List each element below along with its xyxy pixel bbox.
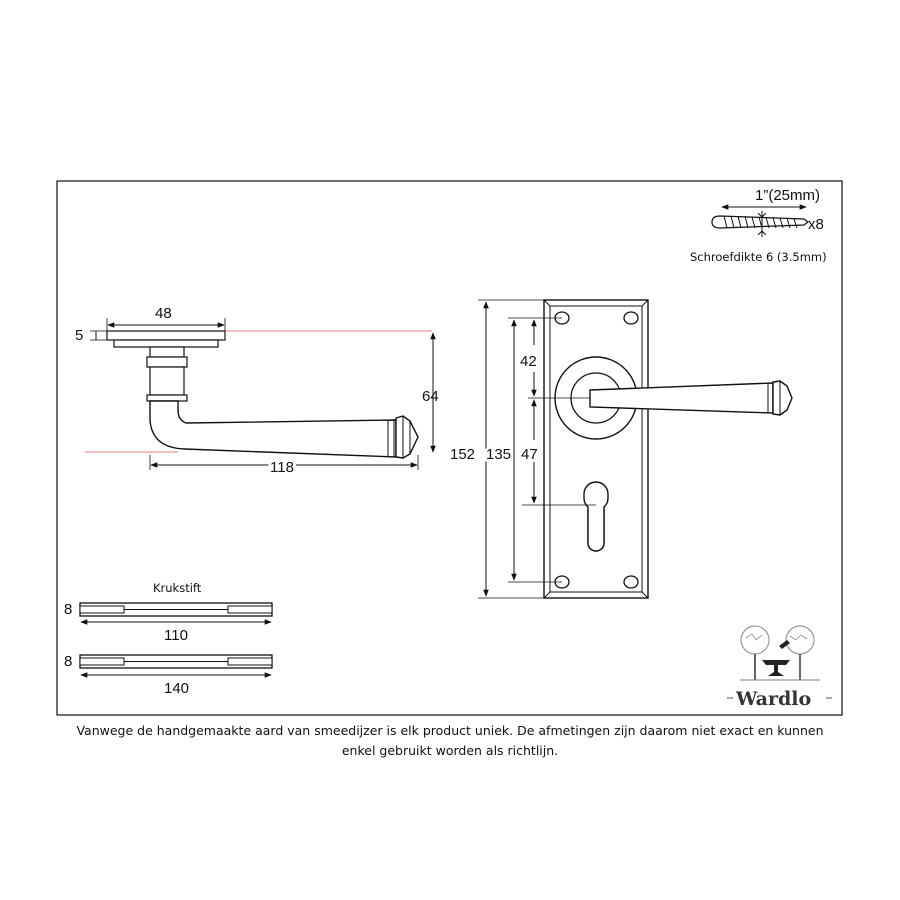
spindle-1-size-label: 8 <box>64 601 72 618</box>
rose-width-label: 48 <box>155 305 172 322</box>
rose-thickness-label: 5 <box>75 327 83 344</box>
screw-thickness-label: Schroefdikte 6 (3.5mm) <box>690 250 827 264</box>
lever-side-view: 48 5 64 118 <box>75 305 439 479</box>
screw-length-label: 1”(25mm) <box>755 187 820 204</box>
lever-height-label: 64 <box>422 388 439 405</box>
spindle-2-size-label: 8 <box>64 653 72 670</box>
brand-name: Wardlo <box>735 688 811 710</box>
spindles-section: Krukstift 8 110 8 140 <box>64 581 273 697</box>
screw-icon <box>711 211 809 237</box>
tree-anvil-icon <box>740 625 820 681</box>
screw-diagram: 1”(25mm) x8 Schroefdikte 6 (3.5mm) <box>690 187 827 264</box>
top-to-spindle-label: 42 <box>520 353 537 370</box>
disclaimer-text: Vanwege de handgemaakte aard van smeedij… <box>76 723 824 758</box>
spindle-140: 8 140 <box>64 653 273 697</box>
spindle-2-length-label: 140 <box>164 680 189 697</box>
spindle-1-length-label: 110 <box>164 627 188 644</box>
wardlo-logo: Wardlo <box>727 625 832 710</box>
spindles-title: Krukstift <box>153 581 202 595</box>
screw-count-label: x8 <box>808 216 824 233</box>
drawing-frame <box>56 180 843 716</box>
backplate-front-view: 152 135 42 47 <box>450 299 793 599</box>
spindle-to-cylinder-label: 47 <box>521 446 538 463</box>
overall-height-label: 152 <box>450 446 475 463</box>
fixing-centres-label: 135 <box>486 446 511 463</box>
spindle-110: 8 110 <box>64 601 273 644</box>
lever-length-label: 118 <box>270 459 294 476</box>
